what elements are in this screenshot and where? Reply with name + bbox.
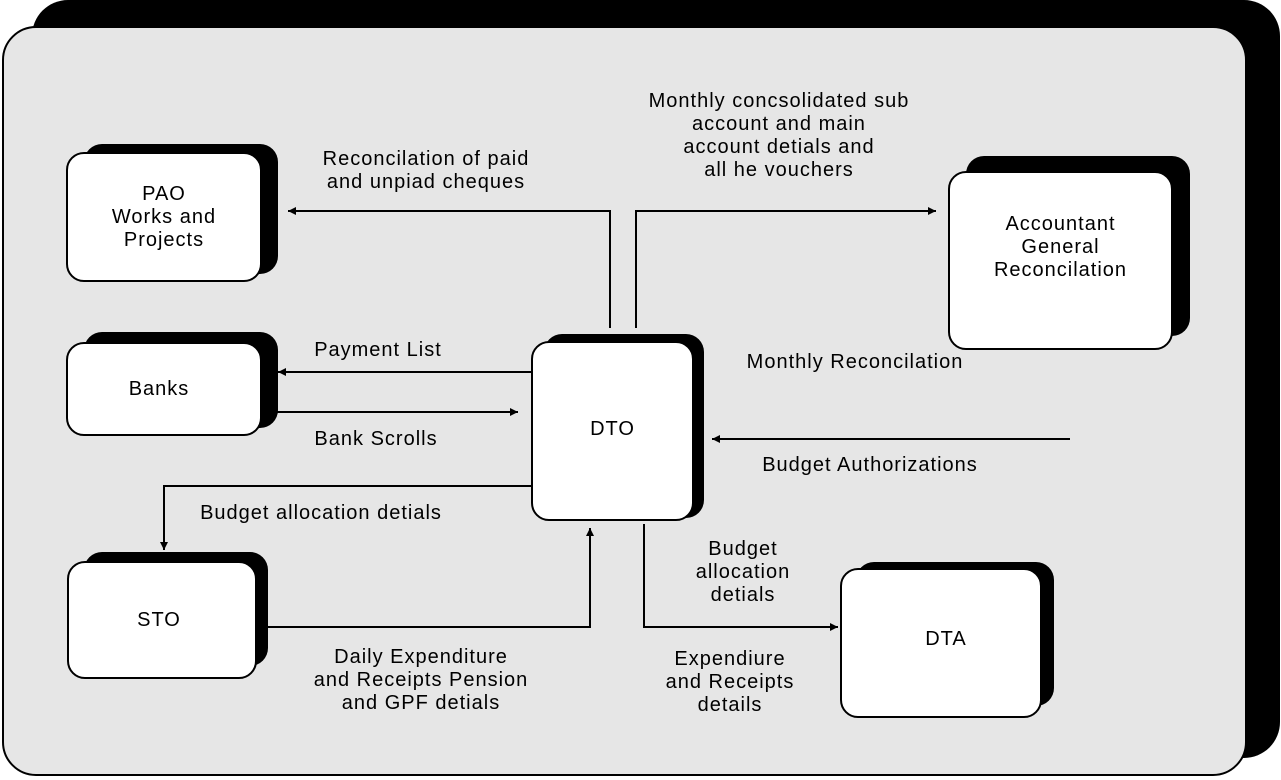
pao-node-line: Works and [111, 205, 217, 228]
monthly-consolidated-label: Monthly concsolidated sub account and ma… [618, 90, 940, 182]
reconcilation-cheques-label: Reconcilation of paid and unpiad cheques [286, 148, 566, 194]
label-line: details [697, 694, 763, 716]
label-line: Monthly concsolidated sub [648, 90, 910, 112]
bank-scrolls-label: Bank Scrolls [314, 428, 438, 450]
expenditure-receipts-label: Expendiure and Receipts details [648, 648, 812, 717]
label-line: and Receipts Pension [313, 669, 529, 691]
label-line: and unpiad cheques [326, 171, 526, 193]
dta-node: DTA [840, 568, 1042, 718]
banks-node: Banks [66, 342, 262, 436]
budget-allocation-sto-label: Budget allocation detials [200, 502, 442, 524]
edge-sto-to-dto [257, 528, 594, 628]
label-line: all he vouchers [704, 159, 854, 181]
edge-dto-to-ag [635, 207, 936, 328]
dto-node: DTO [531, 341, 694, 521]
payment-list-label: Payment List [314, 339, 442, 361]
dto-node-label: DTO [590, 417, 635, 440]
label-line: account detials and [683, 136, 875, 158]
daily-expenditure-label: Daily Expenditure and Receipts Pension a… [288, 646, 554, 715]
monthly-reconcilation-label: Monthly Reconcilation [746, 351, 964, 373]
label-line: Daily Expenditure [334, 646, 508, 668]
dta-node-label: DTA [925, 628, 967, 650]
ag-node-line: Accountant [1005, 213, 1116, 235]
edge-dto-to-dta [643, 524, 838, 631]
budget-authorizations-label: Budget Authorizations [762, 454, 978, 476]
pao-node-line: PAO [142, 182, 186, 205]
ag-node-line: General [1021, 236, 1100, 258]
pao-node: PAO Works and Projects [66, 152, 262, 282]
sto-node-label: STO [137, 608, 181, 631]
label-line: and Receipts [665, 671, 795, 693]
ag-node-line: Reconcilation [993, 259, 1128, 281]
pao-node-line: Projects [123, 228, 205, 251]
sto-node: STO [67, 561, 257, 679]
label-line: Reconcilation of paid [322, 148, 530, 170]
label-line: account and main [692, 113, 866, 135]
edge-dto-to-sto [160, 485, 531, 550]
budget-allocation-dta-label: Budget allocation detials [678, 538, 808, 607]
edge-dto-to-pao [288, 207, 611, 328]
label-line: and GPF detials [341, 692, 501, 714]
label-line: Expendiure [674, 648, 786, 670]
label-line: detials [710, 584, 776, 606]
banks-node-label: Banks [128, 377, 190, 400]
label-line: Budget [708, 538, 778, 560]
label-line: allocation [695, 561, 791, 583]
ag-node: Accountant General Reconcilation [948, 171, 1173, 350]
